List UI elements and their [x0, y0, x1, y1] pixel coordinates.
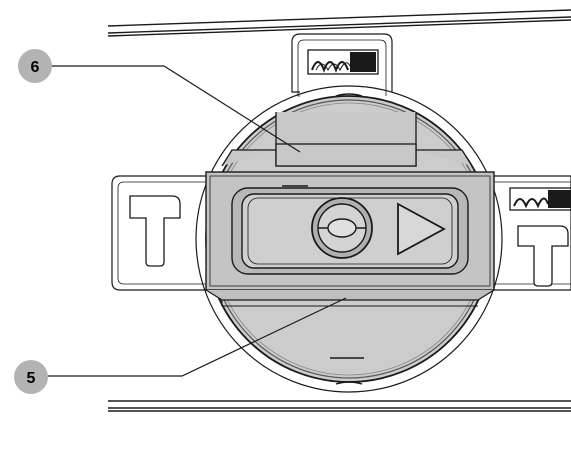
leader-line-5: [48, 297, 347, 377]
leader-line-6: [50, 65, 301, 153]
leader-lines: [48, 65, 347, 377]
housing-top-edge: [107, 9, 571, 37]
unlock-t-icon: [129, 195, 181, 267]
lock-t-icon: [517, 225, 569, 287]
housing-bottom-edge: [108, 400, 571, 412]
cover-lower-line: [221, 300, 478, 307]
callout-6: 6: [18, 49, 52, 83]
latch: [221, 112, 473, 167]
slide-arrow-icon: [397, 202, 446, 256]
callout-label-6: 6: [31, 59, 40, 76]
wave-lock-icon: [307, 49, 379, 75]
callout-label-5: 5: [27, 370, 36, 387]
rotary-knob-icon: [311, 197, 373, 259]
callout-5: 5: [14, 360, 48, 394]
callout-badge-6: [18, 49, 52, 83]
callout-badge-5: [14, 360, 48, 394]
wave-lock-icon-right: [509, 187, 571, 211]
